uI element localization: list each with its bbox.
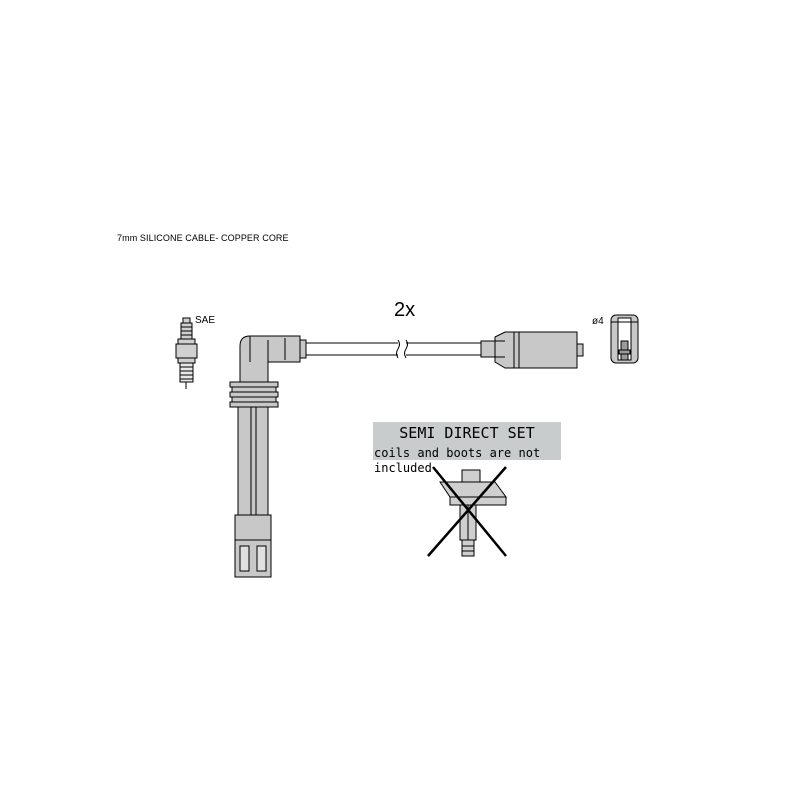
excluded-coil-icon — [439, 469, 507, 557]
spark-plug-icon — [175, 317, 198, 389]
set-note: coils and boots are not included — [374, 446, 541, 475]
cable-spec-label: 7mm SILICONE CABLE- COPPER CORE — [117, 233, 289, 243]
plug-terminal-label: SAE — [195, 315, 216, 326]
set-title: SEMI DIRECT SET — [399, 424, 535, 442]
coil-boot — [480, 331, 584, 369]
cross-out-icon — [427, 466, 507, 557]
quantity-label: 2x — [394, 299, 416, 321]
set-label-box — [373, 422, 561, 460]
coil-connector-icon — [610, 314, 639, 364]
spark-plug-boot — [229, 335, 307, 578]
coil-terminal-label: ø4 — [592, 316, 604, 327]
silicone-cable — [306, 339, 481, 359]
